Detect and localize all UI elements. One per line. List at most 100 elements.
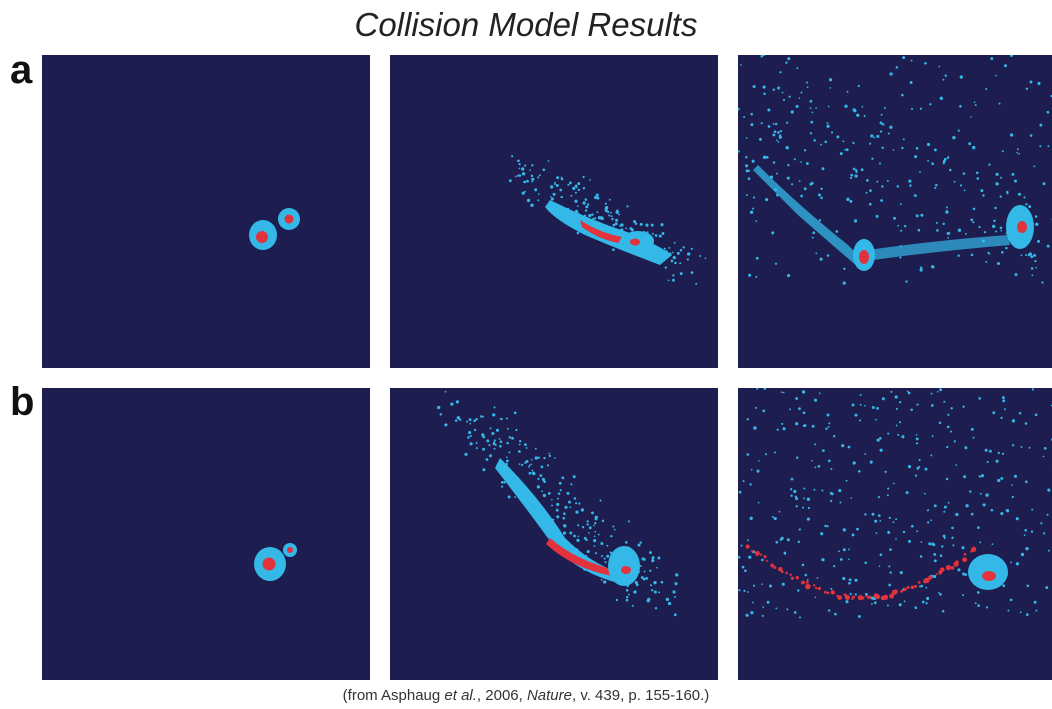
core-fragment-arc	[745, 544, 977, 601]
debris-particle	[875, 418, 877, 421]
debris-particle	[575, 502, 578, 505]
debris-particle	[458, 418, 462, 421]
debris-particle	[801, 563, 805, 567]
debris-particle	[919, 107, 922, 110]
debris-particle	[506, 427, 509, 430]
debris-particle	[639, 565, 642, 567]
debris-particle	[738, 490, 742, 494]
debris-particle	[803, 497, 806, 500]
debris-particle	[996, 261, 1001, 266]
debris-particle	[528, 471, 532, 475]
debris-particle	[881, 146, 884, 150]
debris-particle	[931, 435, 934, 438]
debris-particle	[831, 492, 834, 496]
panel-a-1	[42, 55, 370, 368]
debris-particle	[957, 568, 961, 572]
debris-particle	[632, 219, 637, 224]
debris-particle	[982, 503, 986, 507]
debris-particle	[805, 162, 809, 165]
debris-particle	[882, 123, 885, 126]
debris-particle	[752, 207, 755, 210]
debris-particle	[990, 508, 994, 512]
debris-particle	[667, 601, 672, 606]
debris-particle	[679, 272, 683, 276]
debris-particle	[826, 413, 830, 417]
debris-particle	[658, 591, 661, 594]
debris-particle	[589, 179, 591, 181]
debris-particle	[842, 528, 846, 532]
core-fragment	[903, 587, 907, 592]
debris-particle	[775, 607, 778, 610]
debris-particle	[915, 146, 919, 150]
debris-particle	[855, 171, 858, 174]
debris-particle	[799, 616, 801, 619]
debris-particle	[895, 407, 898, 410]
debris-particle	[549, 195, 552, 198]
debris-particle	[615, 598, 619, 602]
debris-particle	[466, 420, 468, 423]
debris-particle	[1002, 584, 1006, 588]
debris-particle	[883, 106, 886, 109]
debris-particle	[537, 456, 540, 459]
debris-particle	[743, 589, 746, 592]
debris-particle	[600, 579, 603, 581]
debris-particle	[880, 113, 883, 116]
debris-particle	[915, 442, 919, 445]
debris-particle	[514, 496, 517, 499]
debris-particle	[1018, 412, 1022, 415]
debris-particle	[838, 489, 842, 493]
debris-particle	[820, 143, 822, 146]
debris-particle	[886, 604, 889, 607]
debris-particle	[649, 584, 653, 587]
debris-particle	[878, 565, 881, 568]
debris-particle	[845, 148, 849, 152]
debris-particle	[1001, 251, 1004, 254]
debris-particle	[557, 497, 559, 500]
debris-particle	[1025, 613, 1029, 616]
debris-particle	[985, 493, 989, 497]
debris-particle	[907, 391, 911, 395]
debris-particle	[672, 255, 676, 260]
debris-particle	[649, 569, 652, 572]
debris-particle	[997, 451, 1000, 455]
debris-particle	[875, 214, 879, 218]
debris-particle	[821, 167, 825, 171]
debris-field	[508, 155, 707, 285]
debris-particle	[949, 168, 952, 172]
debris-particle	[744, 569, 747, 573]
debris-particle	[814, 443, 817, 446]
debris-particle	[485, 458, 489, 461]
debris-particle	[704, 257, 707, 260]
debris-particle	[854, 174, 858, 178]
debris-particle	[1035, 222, 1039, 226]
debris-particle	[782, 98, 786, 101]
debris-particle	[752, 584, 756, 587]
debris-particle	[481, 433, 485, 437]
debris-particle	[854, 578, 858, 582]
debris-particle	[577, 188, 581, 192]
debris-particle	[979, 492, 982, 495]
debris-particle	[793, 611, 797, 614]
debris-particle	[828, 422, 831, 425]
debris-particle	[582, 175, 585, 179]
debris-particle	[879, 519, 882, 522]
debris-particle	[624, 541, 628, 544]
debris-particle	[653, 581, 657, 585]
debris-particle	[982, 194, 985, 197]
debris-particle	[574, 191, 577, 194]
debris-particle	[577, 535, 580, 538]
debris-particle	[643, 558, 646, 561]
debris-particle	[626, 595, 629, 599]
debris-particle	[765, 198, 769, 202]
debris-particle	[631, 604, 634, 607]
debris-particle	[899, 203, 902, 206]
debris-particle	[1024, 422, 1028, 425]
debris-particle	[492, 413, 496, 417]
debris-particle	[984, 231, 987, 234]
debris-particle	[897, 433, 900, 436]
core-fragment	[950, 566, 955, 570]
debris-particle	[795, 422, 799, 426]
debris-particle	[1005, 509, 1010, 513]
debris-particle	[569, 506, 572, 508]
debris-particle	[756, 388, 759, 390]
